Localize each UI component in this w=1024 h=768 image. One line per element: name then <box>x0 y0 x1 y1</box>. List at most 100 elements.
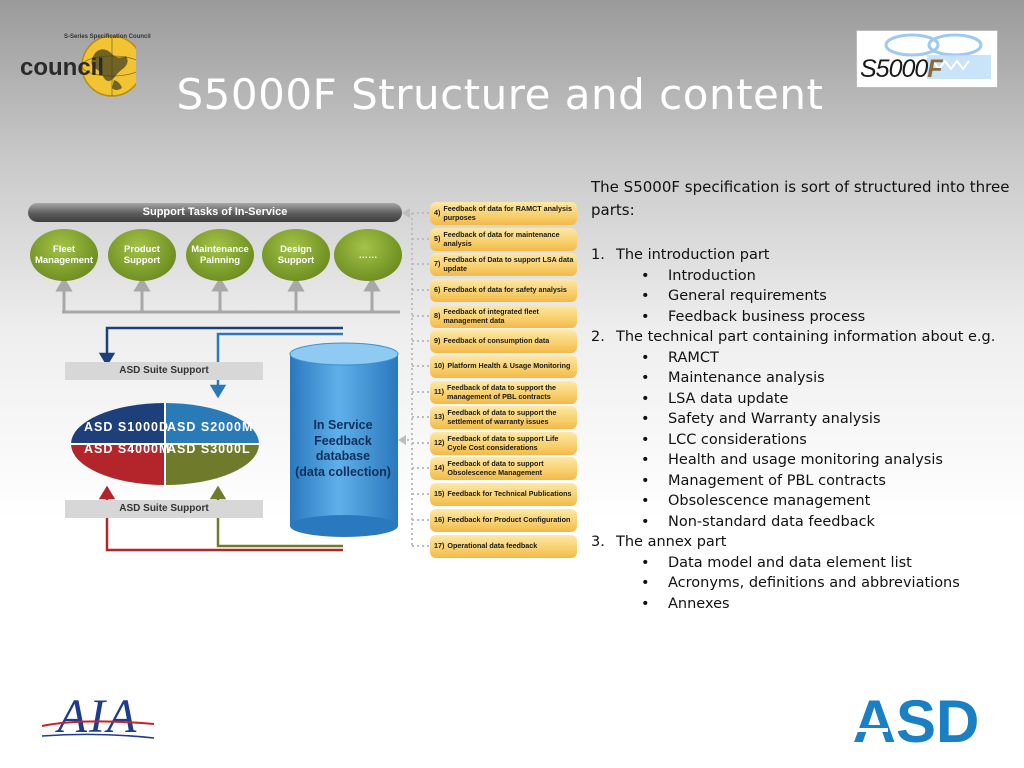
list-item: •Obsolescence management <box>591 491 1011 512</box>
list-item: • Non-standard data feedback <box>591 512 1011 533</box>
list-item-text: Management of PBL contracts <box>668 472 886 489</box>
feedback-item: 11)Feedback of data to support the manag… <box>430 381 577 404</box>
feedback-item: 12)Feedback of data to support Life Cycl… <box>430 432 577 455</box>
bullet-icon: • <box>641 513 650 530</box>
part-label: The introduction part <box>616 247 770 263</box>
part-number: 2. <box>591 329 605 345</box>
feedback-item: 9)Feedback of consumption data <box>430 330 577 353</box>
feedback-text: Feedback of data to support the manageme… <box>447 383 557 401</box>
aia-logo: AIA <box>36 686 160 748</box>
database-label-line-2: Feedback <box>314 433 372 448</box>
support-tasks-bar: Support Tasks of In-Service <box>28 203 402 222</box>
list-item-text: Introduction <box>668 267 756 284</box>
feedback-item: 5)Feedback of data for maintenance analy… <box>430 228 577 251</box>
list-item-text: LCC considerations <box>668 431 807 448</box>
feedback-item: 6)Feedback of data for safety analysis <box>430 279 577 302</box>
list-item-text: Maintenance analysis <box>668 370 825 386</box>
feedback-item: 17)Operational data feedback <box>430 535 577 558</box>
part-number: 1. <box>591 247 605 263</box>
feedback-num: 10) <box>434 361 445 371</box>
s5000f-logo-graphic <box>884 33 991 79</box>
part-label: The technical part containing informatio… <box>616 329 996 345</box>
feedback-text: Feedback of data for RAMCT analysis purp… <box>443 204 573 222</box>
feedback-text: Operational data feedback <box>447 541 538 551</box>
slide-title: S5000F Structure and content <box>176 70 824 119</box>
list-item: •Management of PBL contracts <box>591 471 1011 492</box>
database-label: In Service Feedback database (data colle… <box>287 418 399 480</box>
list-item: •LSA data update <box>591 389 1011 410</box>
task-more: …… <box>334 229 402 281</box>
list-item-text: LSA data update <box>668 390 789 407</box>
bullet-icon: • <box>641 595 650 612</box>
list-item-text: Non-standard data feedback <box>668 513 875 530</box>
feedback-text: Feedback of data to support Life Cycle C… <box>447 434 559 452</box>
bullet-icon: • <box>641 452 650 468</box>
feedback-text: Feedback of data to support Obsolescence… <box>447 459 544 477</box>
s5000f-logo-suffix: F <box>927 55 942 83</box>
feedback-num: 9) <box>434 336 441 346</box>
feedback-num: 15) <box>434 489 445 499</box>
task-maintenance-planning: Maintenance Palnning <box>186 229 254 281</box>
s5000f-logo-text: S5000F <box>860 55 943 84</box>
feedback-database-cylinder <box>289 342 399 537</box>
feedback-num: 13) <box>434 412 445 422</box>
feedback-text: Feedback of consumption data <box>443 336 550 346</box>
task-product-support: Product Support <box>108 229 176 281</box>
s5000f-logo <box>856 30 998 88</box>
feedback-text: Feedback of integrated fleet management … <box>443 307 539 325</box>
feedback-item: 7)Feedback of Data to support LSA data u… <box>430 253 577 276</box>
feedback-num: 5) <box>434 234 441 244</box>
feedback-num: 12) <box>434 438 445 448</box>
feedback-text: Feedback of data to support the settleme… <box>447 408 557 426</box>
structure-outline: 1. The introduction part • Introduction •G… <box>591 245 1011 614</box>
feedback-num: 11) <box>434 387 444 397</box>
feedback-num: 14) <box>434 463 445 473</box>
feedback-num: 7) <box>434 259 441 269</box>
bullet-icon: • <box>641 349 650 366</box>
list-item-text: Obsolescence management <box>668 493 871 509</box>
feedback-item: 14)Feedback of data to support Obsolesce… <box>430 457 577 480</box>
list-item-text: Acronyms, definitions and abbreviations <box>668 575 960 591</box>
council-arc-text: S-Series Specification Council <box>64 34 151 40</box>
list-item-text: RAMCT <box>668 349 719 366</box>
feedback-text: Feedback of Data to support LSA data upd… <box>443 255 574 273</box>
list-item: • Safety and Warranty analysis <box>591 409 1011 430</box>
feedback-text: Platform Health & Usage Monitoring <box>447 361 571 371</box>
part-introduction: 1. The introduction part <box>591 245 1011 266</box>
feedback-item: 4)Feedback of data for RAMCT analysis pu… <box>430 202 577 225</box>
asd-logo: ASD <box>848 690 980 750</box>
bullet-icon: • <box>641 370 650 386</box>
bullet-icon: • <box>641 575 650 591</box>
asd-logo-text: ASD <box>853 690 980 750</box>
s5000f-logo-main: S5000 <box>860 55 928 83</box>
feedback-text: Feedback of data for safety analysis <box>443 285 567 295</box>
feedback-item: 16)Feedback for Product Configuration <box>430 509 577 532</box>
council-logo-text: council <box>20 54 105 81</box>
asd-suite-support-top: ASD Suite Support <box>65 362 263 380</box>
feedback-item: 15)Feedback for Technical Publications <box>430 483 577 506</box>
list-item: •Health and usage monitoring analysis <box>591 450 1011 471</box>
task-design-support: Design Support <box>262 229 330 281</box>
feedback-num: 16) <box>434 515 445 525</box>
list-item: • Acronyms, definitions and abbreviations <box>591 573 1011 594</box>
list-item: • Maintenance analysis <box>591 368 1011 389</box>
list-item-text: Feedback business process <box>668 308 866 325</box>
list-item: •General requirements <box>591 286 1011 307</box>
feedback-num: 17) <box>434 541 445 551</box>
list-item-text: Annexes <box>668 595 730 612</box>
bullet-icon: • <box>641 554 650 571</box>
intro-text: The S5000F specification is sort of stru… <box>591 178 1010 219</box>
asd-spec-ellipse <box>70 402 260 486</box>
bullet-icon: • <box>641 411 650 427</box>
asd-suite-support-bottom: ASD Suite Support <box>65 500 263 518</box>
list-item-text: Data model and data element list <box>668 554 912 571</box>
feedback-num: 6) <box>434 285 441 295</box>
list-item: • Annexes <box>591 594 1011 615</box>
database-label-line-3: database <box>315 449 371 463</box>
bullet-icon: • <box>641 267 650 284</box>
bullet-icon: • <box>641 308 650 325</box>
part-number: 3. <box>591 534 605 550</box>
bullet-icon: • <box>641 431 650 448</box>
list-item-text: Safety and Warranty analysis <box>668 411 881 427</box>
task-fleet-management: Fleet Management <box>30 229 98 281</box>
